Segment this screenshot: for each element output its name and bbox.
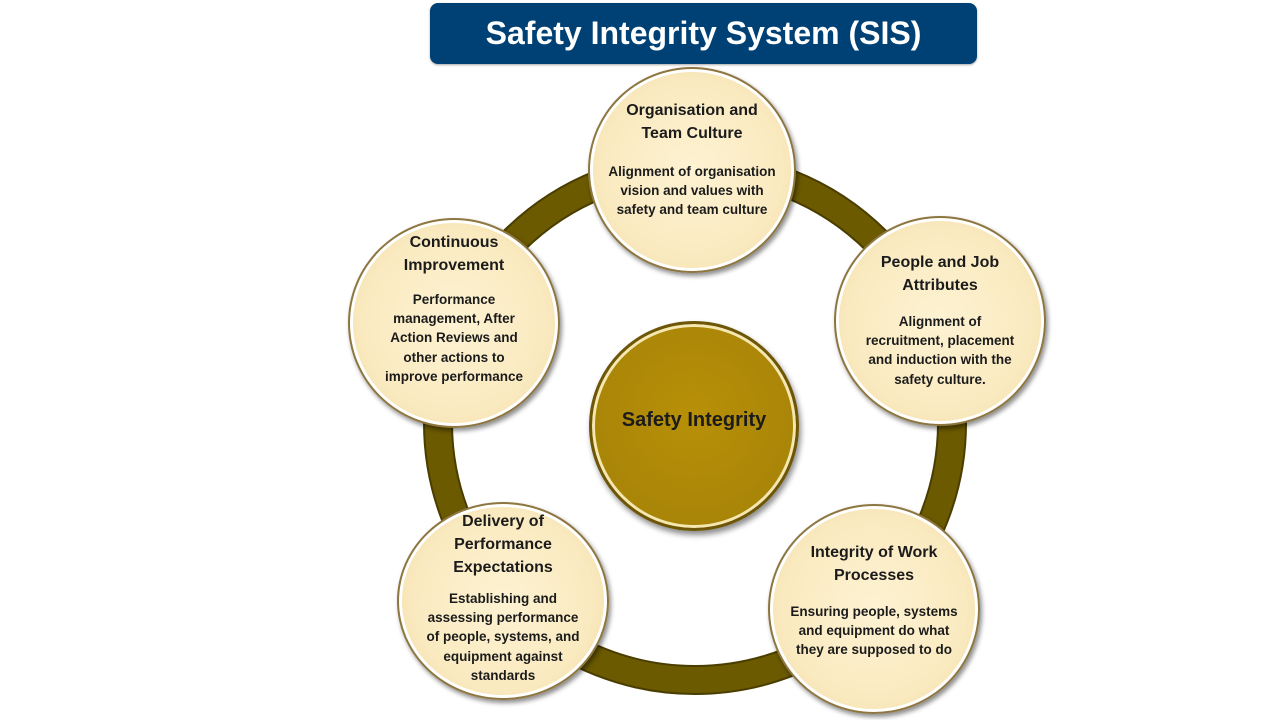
node-people-job-attributes: People and Job Attributes Alignment of r… <box>834 216 1046 426</box>
node-continuous-improvement: Continuous Improvement Performance manag… <box>348 218 560 428</box>
node-title: Delivery of Performance Expectations <box>453 513 553 576</box>
node-description: Performance management, After Action Rev… <box>384 292 524 384</box>
node-description: Alignment of recruitment, placement and … <box>865 314 1015 387</box>
center-node: Safety Integrity <box>589 321 799 531</box>
diagram-title: Safety Integrity System (SIS) <box>485 15 922 51</box>
node-integrity-work-processes: Integrity of Work Processes Ensuring peo… <box>768 504 980 714</box>
node-title: Organisation and Team Culture <box>626 102 758 142</box>
center-label: Safety Integrity <box>621 408 767 431</box>
node-description: Alignment of organisation vision and val… <box>608 164 776 218</box>
node-organisation-team-culture: Organisation and Team Culture Alignment … <box>588 67 796 273</box>
node-title: People and Job Attributes <box>880 254 1000 294</box>
node-title: Integrity of Work Processes <box>810 544 938 584</box>
title-banner: Safety Integrity System (SIS) <box>430 3 977 64</box>
node-title: Continuous Improvement <box>403 234 505 274</box>
node-description: Establishing and assessing performance o… <box>426 591 580 683</box>
node-delivery-performance-expectations: Delivery of Performance Expectations Est… <box>397 502 609 700</box>
node-description: Ensuring people, systems and equipment d… <box>790 604 958 658</box>
